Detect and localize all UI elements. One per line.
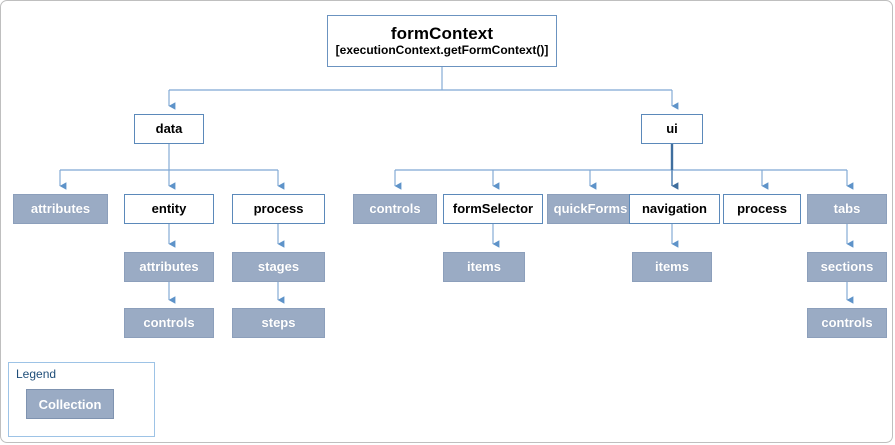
node-e-controls-label: controls <box>143 314 195 330</box>
node-u-controls[interactable]: controls <box>353 194 437 224</box>
node-e-attributes[interactable]: attributes <box>124 252 214 282</box>
node-u-process-label: process <box>737 200 787 216</box>
node-ui[interactable]: ui <box>641 114 703 144</box>
node-p-stages-label: stages <box>257 258 300 274</box>
node-p-steps-label: steps <box>261 314 296 330</box>
node-d-entity-label: entity <box>151 200 187 216</box>
node-t-sections[interactable]: sections <box>807 252 887 282</box>
node-u-formselector-label: formSelector <box>452 200 534 216</box>
node-d-process[interactable]: process <box>232 194 325 224</box>
node-u-navigation[interactable]: navigation <box>629 194 720 224</box>
node-data-label: data <box>155 120 183 136</box>
node-fs-items-label: items <box>467 258 501 274</box>
node-formcontext-subtitle: [executionContext.getFormContext()] <box>335 43 549 58</box>
node-ui-label: ui <box>666 120 678 136</box>
legend-box: Legend Collection <box>8 362 155 437</box>
node-p-stages[interactable]: stages <box>232 252 325 282</box>
node-nav-items[interactable]: items <box>632 252 712 282</box>
node-d-attributes[interactable]: attributes <box>13 194 108 224</box>
node-e-controls[interactable]: controls <box>124 308 214 338</box>
node-t-sections-label: sections <box>820 258 874 274</box>
node-u-navigation-label: navigation <box>641 200 707 216</box>
node-nav-items-label: items <box>655 258 689 274</box>
node-u-quickforms[interactable]: quickForms <box>547 194 634 224</box>
node-formcontext-title: formContext <box>390 23 494 43</box>
node-d-entity[interactable]: entity <box>124 194 214 224</box>
node-d-attributes-label: attributes <box>30 200 91 216</box>
node-p-steps[interactable]: steps <box>232 308 325 338</box>
node-u-tabs[interactable]: tabs <box>807 194 887 224</box>
node-u-quickforms-label: quickForms <box>553 200 628 216</box>
node-data[interactable]: data <box>134 114 204 144</box>
node-u-tabs-label: tabs <box>833 200 861 216</box>
node-e-attributes-label: attributes <box>139 258 199 274</box>
node-fs-items[interactable]: items <box>443 252 525 282</box>
node-t-controls-label: controls <box>821 314 873 330</box>
node-u-process[interactable]: process <box>723 194 801 224</box>
node-d-process-label: process <box>253 200 304 216</box>
node-u-formselector[interactable]: formSelector <box>443 194 543 224</box>
node-t-controls[interactable]: controls <box>807 308 887 338</box>
legend-title: Legend <box>16 367 57 381</box>
legend-swatch-collection: Collection <box>26 389 114 419</box>
node-formcontext[interactable]: formContext [executionContext.getFormCon… <box>327 15 557 67</box>
legend-swatch-label: Collection <box>38 396 102 412</box>
node-u-controls-label: controls <box>369 200 421 216</box>
